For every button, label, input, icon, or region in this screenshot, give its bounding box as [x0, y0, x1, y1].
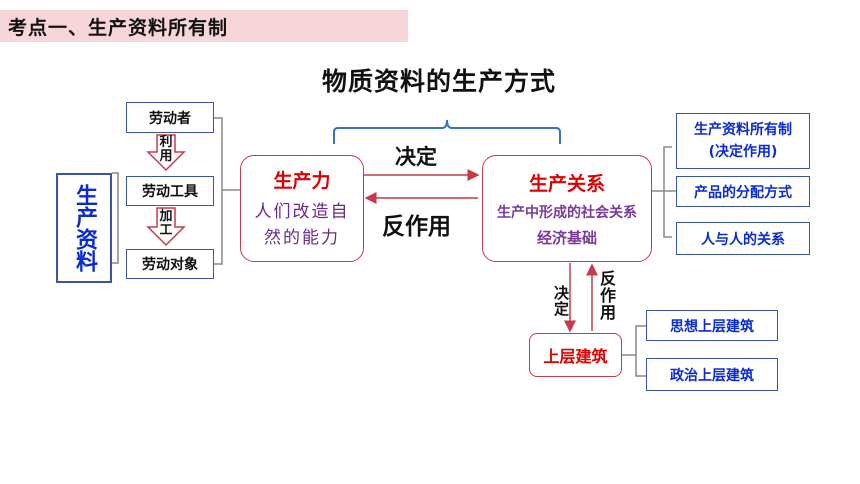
right-bracket-items: [214, 117, 223, 265]
means-of-production-box: 生产资料: [56, 173, 112, 283]
productive-forces-desc-2: 然的能力: [264, 228, 340, 248]
productive-forces-title: 生产力: [273, 170, 331, 192]
superstructure-box: 上层建筑: [529, 333, 622, 377]
superstructure-title: 上层建筑: [543, 347, 608, 366]
brace: [333, 119, 561, 144]
relations-item-people: 人与人的关系: [676, 222, 810, 255]
item-objects: 劳动对象: [126, 249, 214, 279]
relations-item-ownership: 生产资料所有制 (决定作用): [676, 113, 810, 169]
means-of-production-label: 生产资料: [72, 184, 97, 272]
arrow-label-use: 利用: [159, 135, 173, 164]
left-bracket-inner: [112, 172, 119, 264]
item-tools: 劳动工具: [126, 176, 214, 206]
block-arrow-process: [146, 207, 186, 247]
block-arrow-use: [146, 134, 186, 172]
item-laborer: 劳动者: [126, 102, 214, 133]
superstructure-item-politics: 政治上层建筑: [646, 358, 778, 391]
super-bracket: [635, 325, 646, 377]
productive-forces-desc-1: 人们改造自: [254, 202, 350, 222]
productive-forces-box: 生产力 人们改造自 然的能力: [240, 155, 364, 262]
superstructure-item-ideology: 思想上层建筑: [646, 310, 778, 341]
label-v-react: 反作用: [597, 270, 616, 321]
header-title: 考点一、生产资料所有制: [8, 17, 229, 39]
ownership-label: 生产资料所有制: [694, 122, 792, 138]
relations-desc: 生产中形成的社会关系: [497, 205, 637, 221]
right-bracket-relations: [663, 146, 672, 238]
label-decide: 决定: [395, 145, 437, 169]
ownership-note: (决定作用): [708, 144, 778, 160]
relations-item-distribution: 产品的分配方式: [676, 176, 810, 207]
header-bar: [0, 10, 408, 42]
relations-box: 生产关系 生产中形成的社会关系 经济基础: [482, 155, 652, 262]
label-react: 反作用: [382, 214, 451, 240]
relations-title: 生产关系: [528, 173, 605, 195]
arrow-label-process: 加工: [159, 209, 173, 238]
label-v-decide: 决定: [552, 285, 570, 317]
relations-basis: 经济基础: [536, 229, 597, 247]
main-title: 物质资料的生产方式: [322, 67, 557, 96]
